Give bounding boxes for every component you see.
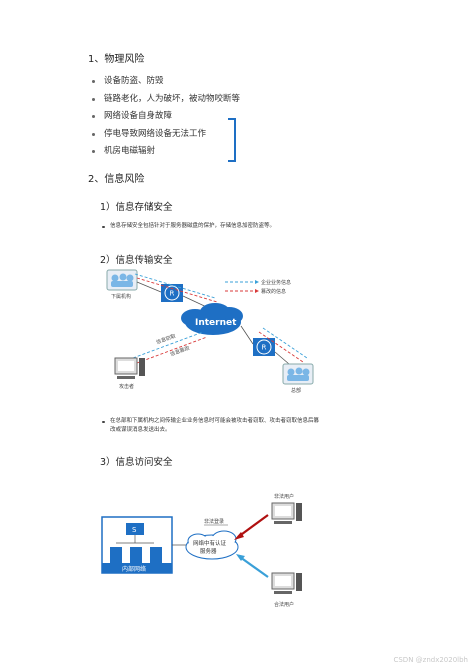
transmission-bullet-line2: 改或谋误消息发送出去。 xyxy=(110,427,171,433)
internet-label: Internet xyxy=(195,318,237,328)
legend-attack: 篡改的信息 xyxy=(261,288,286,295)
router-glyph: R xyxy=(262,344,267,352)
headquarters-icon xyxy=(282,363,314,385)
switch-glyph: S xyxy=(132,526,137,534)
branch-label: 下属机构 xyxy=(111,293,131,300)
server-icon xyxy=(110,547,162,563)
list-item: 网络设备自身故障 xyxy=(90,108,290,126)
legal-user-label: 合法用户 xyxy=(274,601,294,608)
steal-label: 信息窃取 xyxy=(155,332,176,345)
internal-network-label: 内部网络 xyxy=(122,565,146,573)
cloud-label-line2: 服务器 xyxy=(200,547,217,555)
section2-heading: 2、信息风险 xyxy=(88,174,145,185)
transmission-bullet-line1: 在总部和下属机构之间传输企业业务信息时可能会被攻击者窃取、攻击者窃取信息后篡 xyxy=(110,418,320,424)
sub1-heading: 1）信息存储安全 xyxy=(100,202,173,213)
hq-label: 总部 xyxy=(291,387,301,394)
legend-normal: 企业业务信息 xyxy=(261,279,291,286)
transmission-diagram: 下属机构 R 企业业务信息 篡改的信息 Internet R 总部 xyxy=(106,269,314,394)
internal-network-box: S 内部网络 xyxy=(101,516,173,574)
tamper-label: 信息篡改 xyxy=(169,344,190,357)
attacker-label: 攻击者 xyxy=(119,383,134,390)
sub2-heading: 2）信息传输安全 xyxy=(100,255,173,266)
bracket-decoration xyxy=(228,118,236,162)
illegal-login-label: 非法登录 xyxy=(204,518,224,525)
footer-watermark: CSDN @zndx2020lbh xyxy=(393,656,468,664)
list-item: 停电导致网络设备无法工作 xyxy=(90,126,290,144)
illegal-user-label: 非法用户 xyxy=(274,493,294,500)
cloud-label-line1: 网络中有认证 xyxy=(193,539,227,547)
legal-user-computer-icon xyxy=(271,572,302,594)
router-icon: R xyxy=(253,338,275,356)
list-item: 链路老化，人为破坏，被动物咬断等 xyxy=(90,91,290,109)
auth-server-cloud: 网络中有认证 服务器 xyxy=(185,530,239,560)
access-diagram: S 内部网络 网络中有认证 服务器 非法用户 非法登录 合法 xyxy=(101,493,302,608)
list-item: 设备防盗、防毁 xyxy=(90,73,290,91)
router-glyph: R xyxy=(170,290,175,298)
storage-bullet: 信息存储安全包括针对于服务器磁盘的保护，存储信息加密防盗等。 xyxy=(100,222,410,231)
illegal-user-computer-icon xyxy=(271,502,302,524)
list-item: 机房电磁辐射 xyxy=(90,143,290,161)
transmission-bullet: 在总部和下属机构之间传输企业业务信息时可能会被攻击者窃取、攻击者窃取信息后篡 改… xyxy=(100,417,360,435)
branch-office-icon xyxy=(106,269,138,291)
internet-cloud: Internet xyxy=(181,303,243,335)
sub3-heading: 3）信息访问安全 xyxy=(100,457,173,468)
attacker-computer-icon xyxy=(114,357,145,379)
physical-risk-list: 设备防盗、防毁 链路老化，人为破坏，被动物咬断等 网络设备自身故障 停电导致网络… xyxy=(90,73,290,161)
section1-heading: 1、物理风险 xyxy=(88,54,145,65)
router-icon: R xyxy=(161,284,183,302)
